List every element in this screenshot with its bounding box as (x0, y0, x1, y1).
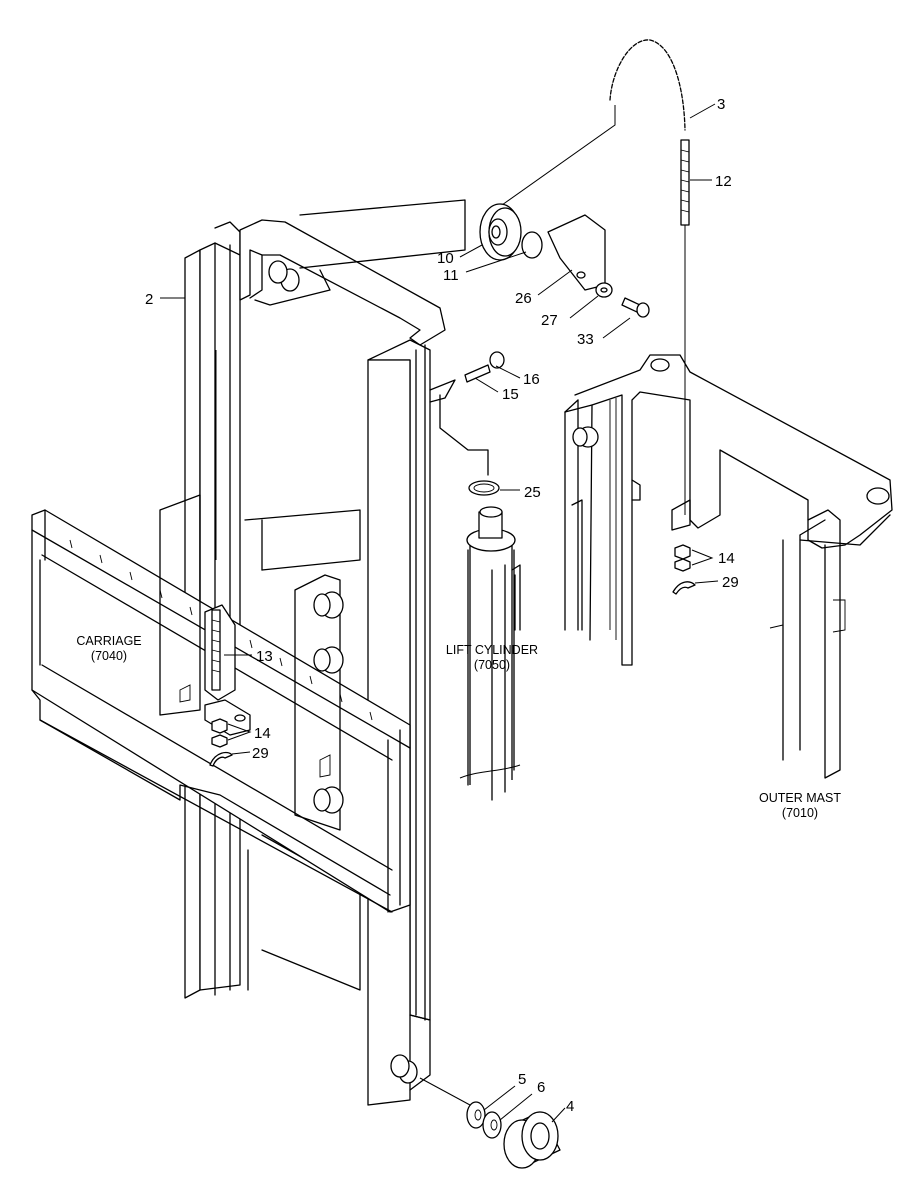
sheave-bracket (547, 214, 606, 291)
callout-29-carriage: 29 (252, 745, 269, 762)
callout-25: 25 (524, 484, 541, 501)
callout-26: 26 (515, 290, 532, 307)
callout-4: 4 (566, 1098, 574, 1115)
outer-mast-code: (7010) (782, 806, 818, 820)
assembly-labels: CARRIAGE (7040) LIFT CYLINDER (7050) OUT… (76, 634, 841, 820)
callout-33: 33 (577, 331, 594, 348)
outer-mast (564, 354, 893, 779)
lift-cylinder (459, 480, 521, 801)
callout-29-right: 29 (722, 574, 739, 591)
leader-lines (160, 103, 719, 1123)
stud-13 (211, 350, 221, 691)
washer-27 (595, 282, 613, 298)
callout-6: 6 (537, 1079, 545, 1096)
callout-15: 15 (502, 386, 519, 403)
chain-sheave (479, 203, 522, 261)
callout-12: 12 (715, 173, 732, 190)
callout-labels: 2 3 12 10 11 26 27 33 16 15 25 14 29 13 … (145, 96, 739, 1115)
callout-5: 5 (518, 1071, 526, 1088)
lift-cylinder-code: (7050) (474, 658, 510, 672)
carriage-code: (7040) (91, 649, 127, 663)
lift-chain (501, 39, 686, 206)
callout-10: 10 (437, 250, 454, 267)
callout-14-right: 14 (718, 550, 735, 567)
callout-3: 3 (717, 96, 725, 113)
callout-13: 13 (256, 648, 273, 665)
snap-ring (521, 231, 543, 259)
bearing-4 (503, 1111, 561, 1169)
callout-16: 16 (523, 371, 540, 388)
shim-6 (482, 1111, 502, 1139)
shim-5 (466, 1101, 486, 1129)
callout-14-carriage: 14 (254, 725, 271, 742)
carriage-label: CARRIAGE (76, 634, 141, 648)
anchor-bolt-12 (680, 139, 690, 515)
anchor-nuts-right (672, 544, 696, 595)
callout-27: 27 (541, 312, 558, 329)
anchor-nuts-carriage (209, 718, 233, 767)
callout-2: 2 (145, 291, 153, 308)
bolt-16-15 (464, 351, 505, 383)
bolt-33 (621, 297, 650, 318)
lift-cylinder-label: LIFT CYLINDER (446, 643, 538, 657)
callout-11: 11 (443, 267, 459, 284)
inner-mast (184, 199, 489, 1106)
outer-mast-label: OUTER MAST (759, 791, 841, 805)
